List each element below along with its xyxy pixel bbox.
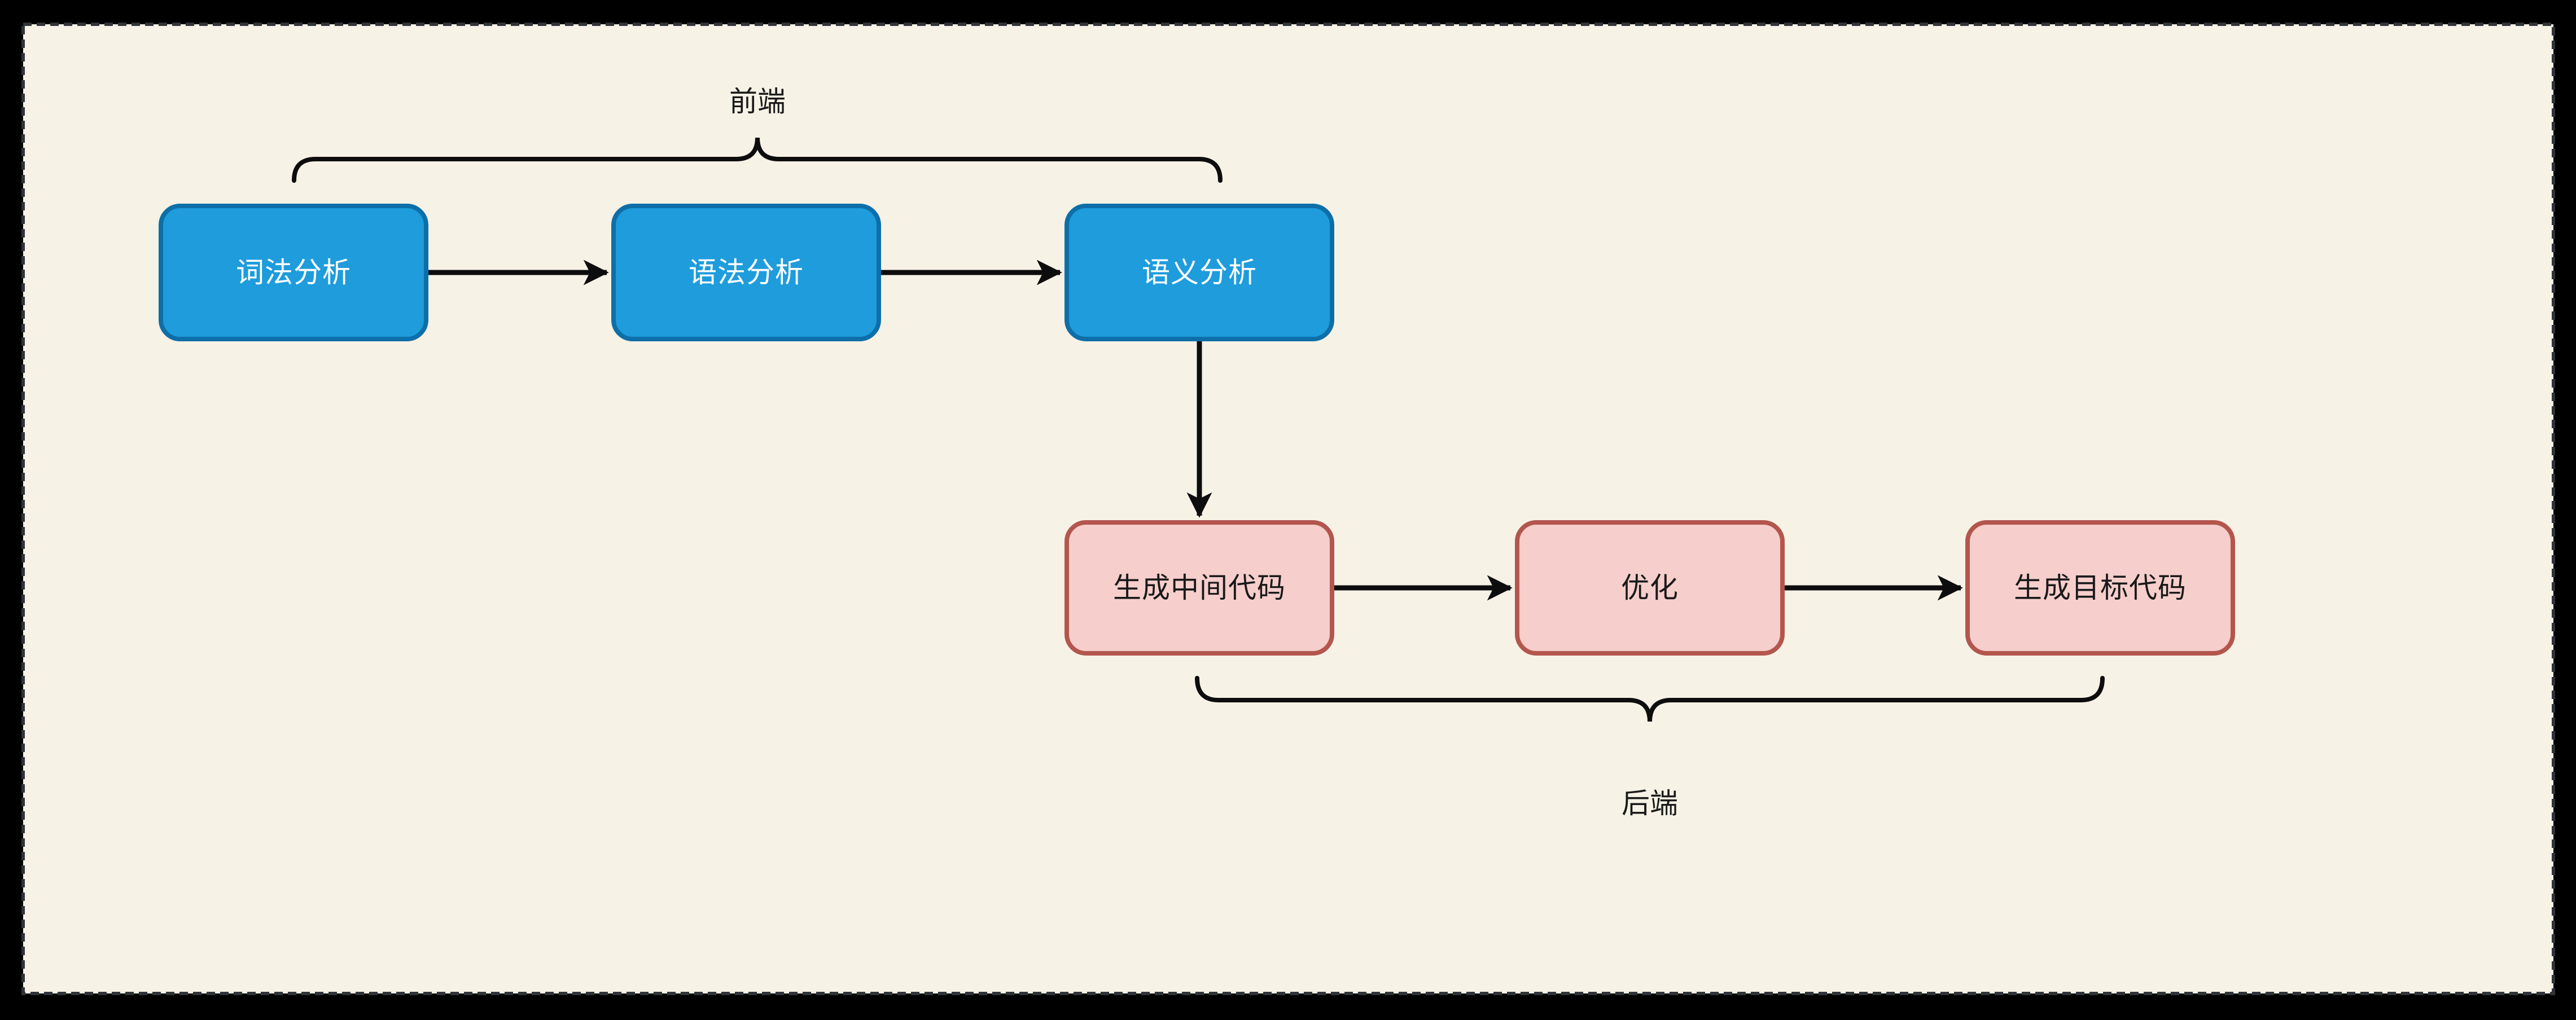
node-lexical-analysis: 词法分析 [159,204,428,341]
node-syntax-analysis: 语法分析 [611,204,881,341]
node-semantic-analysis: 语义分析 [1064,204,1334,341]
node-intermediate-code-generation: 生成中间代码 [1064,520,1334,656]
node-target-code-generation: 生成目标代码 [1965,520,2235,656]
node-label: 生成中间代码 [1113,572,1286,604]
canvas-frame [21,23,2555,995]
label-frontend: 前端 [729,86,786,117]
node-label: 语义分析 [1142,257,1257,288]
node-label: 语法分析 [689,257,804,288]
node-label: 生成目标代码 [2014,572,2187,604]
backend-group-brace [1195,676,2105,722]
node-optimization: 优化 [1515,520,1785,656]
node-label: 优化 [1621,572,1679,604]
frontend-group-brace [292,137,1223,183]
label-backend: 后端 [1622,788,1678,819]
node-label: 词法分析 [236,257,351,288]
